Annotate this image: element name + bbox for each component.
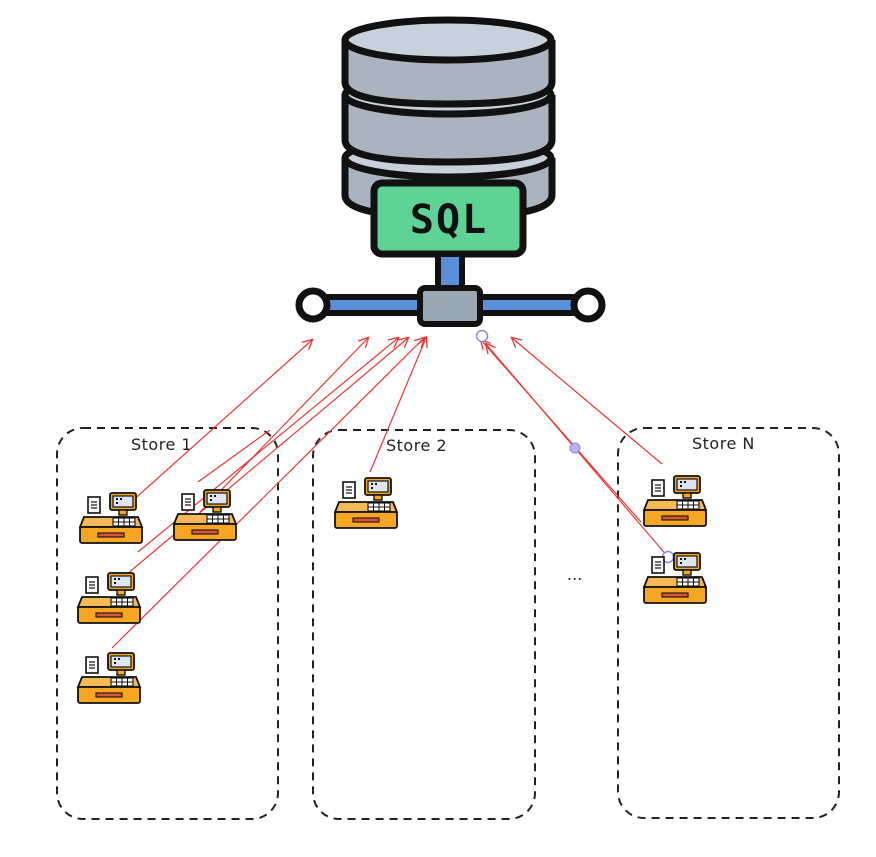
sql-label: SQL xyxy=(410,197,488,243)
cash-register-icon xyxy=(77,652,141,704)
sql-database-icon: SQL xyxy=(295,16,606,327)
cash-register-icon xyxy=(643,552,707,604)
store-2-container xyxy=(312,429,536,820)
arrow-store-1-frame xyxy=(197,429,271,483)
cash-register-icon xyxy=(173,489,237,541)
cash-register-icon xyxy=(77,572,141,624)
cash-register-icon xyxy=(79,492,143,544)
arrow-register-5 xyxy=(111,338,424,649)
arrow-store-n-1 xyxy=(512,338,663,465)
store-2-label: Store 2 xyxy=(386,436,447,455)
store-2-registers xyxy=(334,477,398,529)
arrow-register-4 xyxy=(107,338,408,591)
store-1-container xyxy=(56,427,279,820)
arrow-register-1 xyxy=(119,340,312,513)
connection-handle-top[interactable] xyxy=(475,329,489,343)
store-1-label: Store 1 xyxy=(131,435,192,454)
cash-register-icon xyxy=(643,475,707,527)
ellipsis-label: ... xyxy=(567,565,582,584)
store-n-label: Store N xyxy=(692,434,755,453)
store-n-container xyxy=(617,427,840,819)
arrow-register-2 xyxy=(199,338,368,513)
cash-register-icon xyxy=(334,477,398,529)
arrow-store-2 xyxy=(369,338,426,473)
store-1-registers xyxy=(77,489,237,704)
connection-handle-mid[interactable] xyxy=(569,442,581,454)
